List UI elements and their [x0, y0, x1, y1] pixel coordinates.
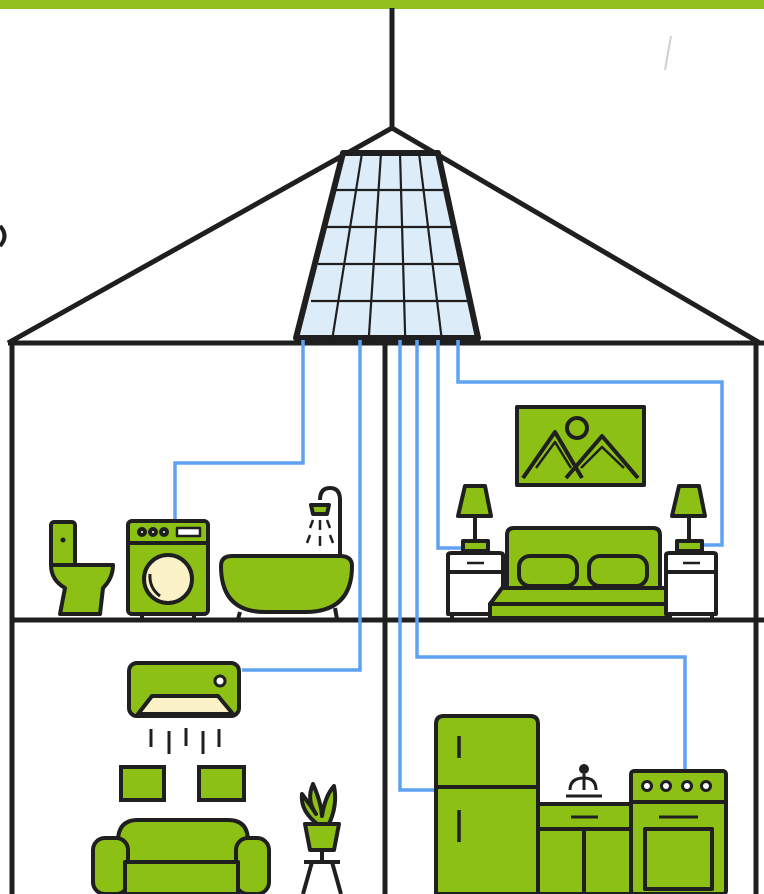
solar-panel-icon	[293, 150, 481, 341]
top-accent-bar	[0, 0, 764, 9]
house-structure	[6, 8, 764, 894]
wire-stove	[415, 340, 687, 770]
wire-right-lamp	[456, 340, 724, 547]
roof-outline	[6, 125, 762, 346]
bathtub-with-shower-icon	[219, 486, 354, 620]
washing-machine-icon	[126, 519, 210, 619]
wire-air-conditioner	[242, 340, 362, 672]
double-bed-icon	[488, 526, 672, 620]
wall-picture-left	[119, 765, 166, 802]
kitchen-sink-icon	[536, 764, 633, 894]
wire-left-lamp	[436, 340, 462, 550]
mountain-picture-icon	[515, 405, 646, 487]
power-wires	[173, 340, 724, 792]
toilet-icon	[49, 520, 115, 616]
wire-fridge	[398, 340, 436, 792]
wall-picture-right	[197, 765, 246, 802]
stray-mark	[664, 35, 672, 71]
bedside-lamp-icon	[664, 484, 718, 619]
refrigerator-icon	[434, 714, 540, 894]
air-conditioner-icon	[127, 661, 241, 754]
bedside-lamp-icon	[446, 484, 505, 619]
stove-oven-icon	[629, 769, 728, 894]
stray-mark-arc	[0, 224, 7, 248]
sofa-icon	[91, 818, 271, 894]
wire-washing-machine	[173, 340, 305, 520]
potted-plant-icon	[299, 782, 343, 894]
